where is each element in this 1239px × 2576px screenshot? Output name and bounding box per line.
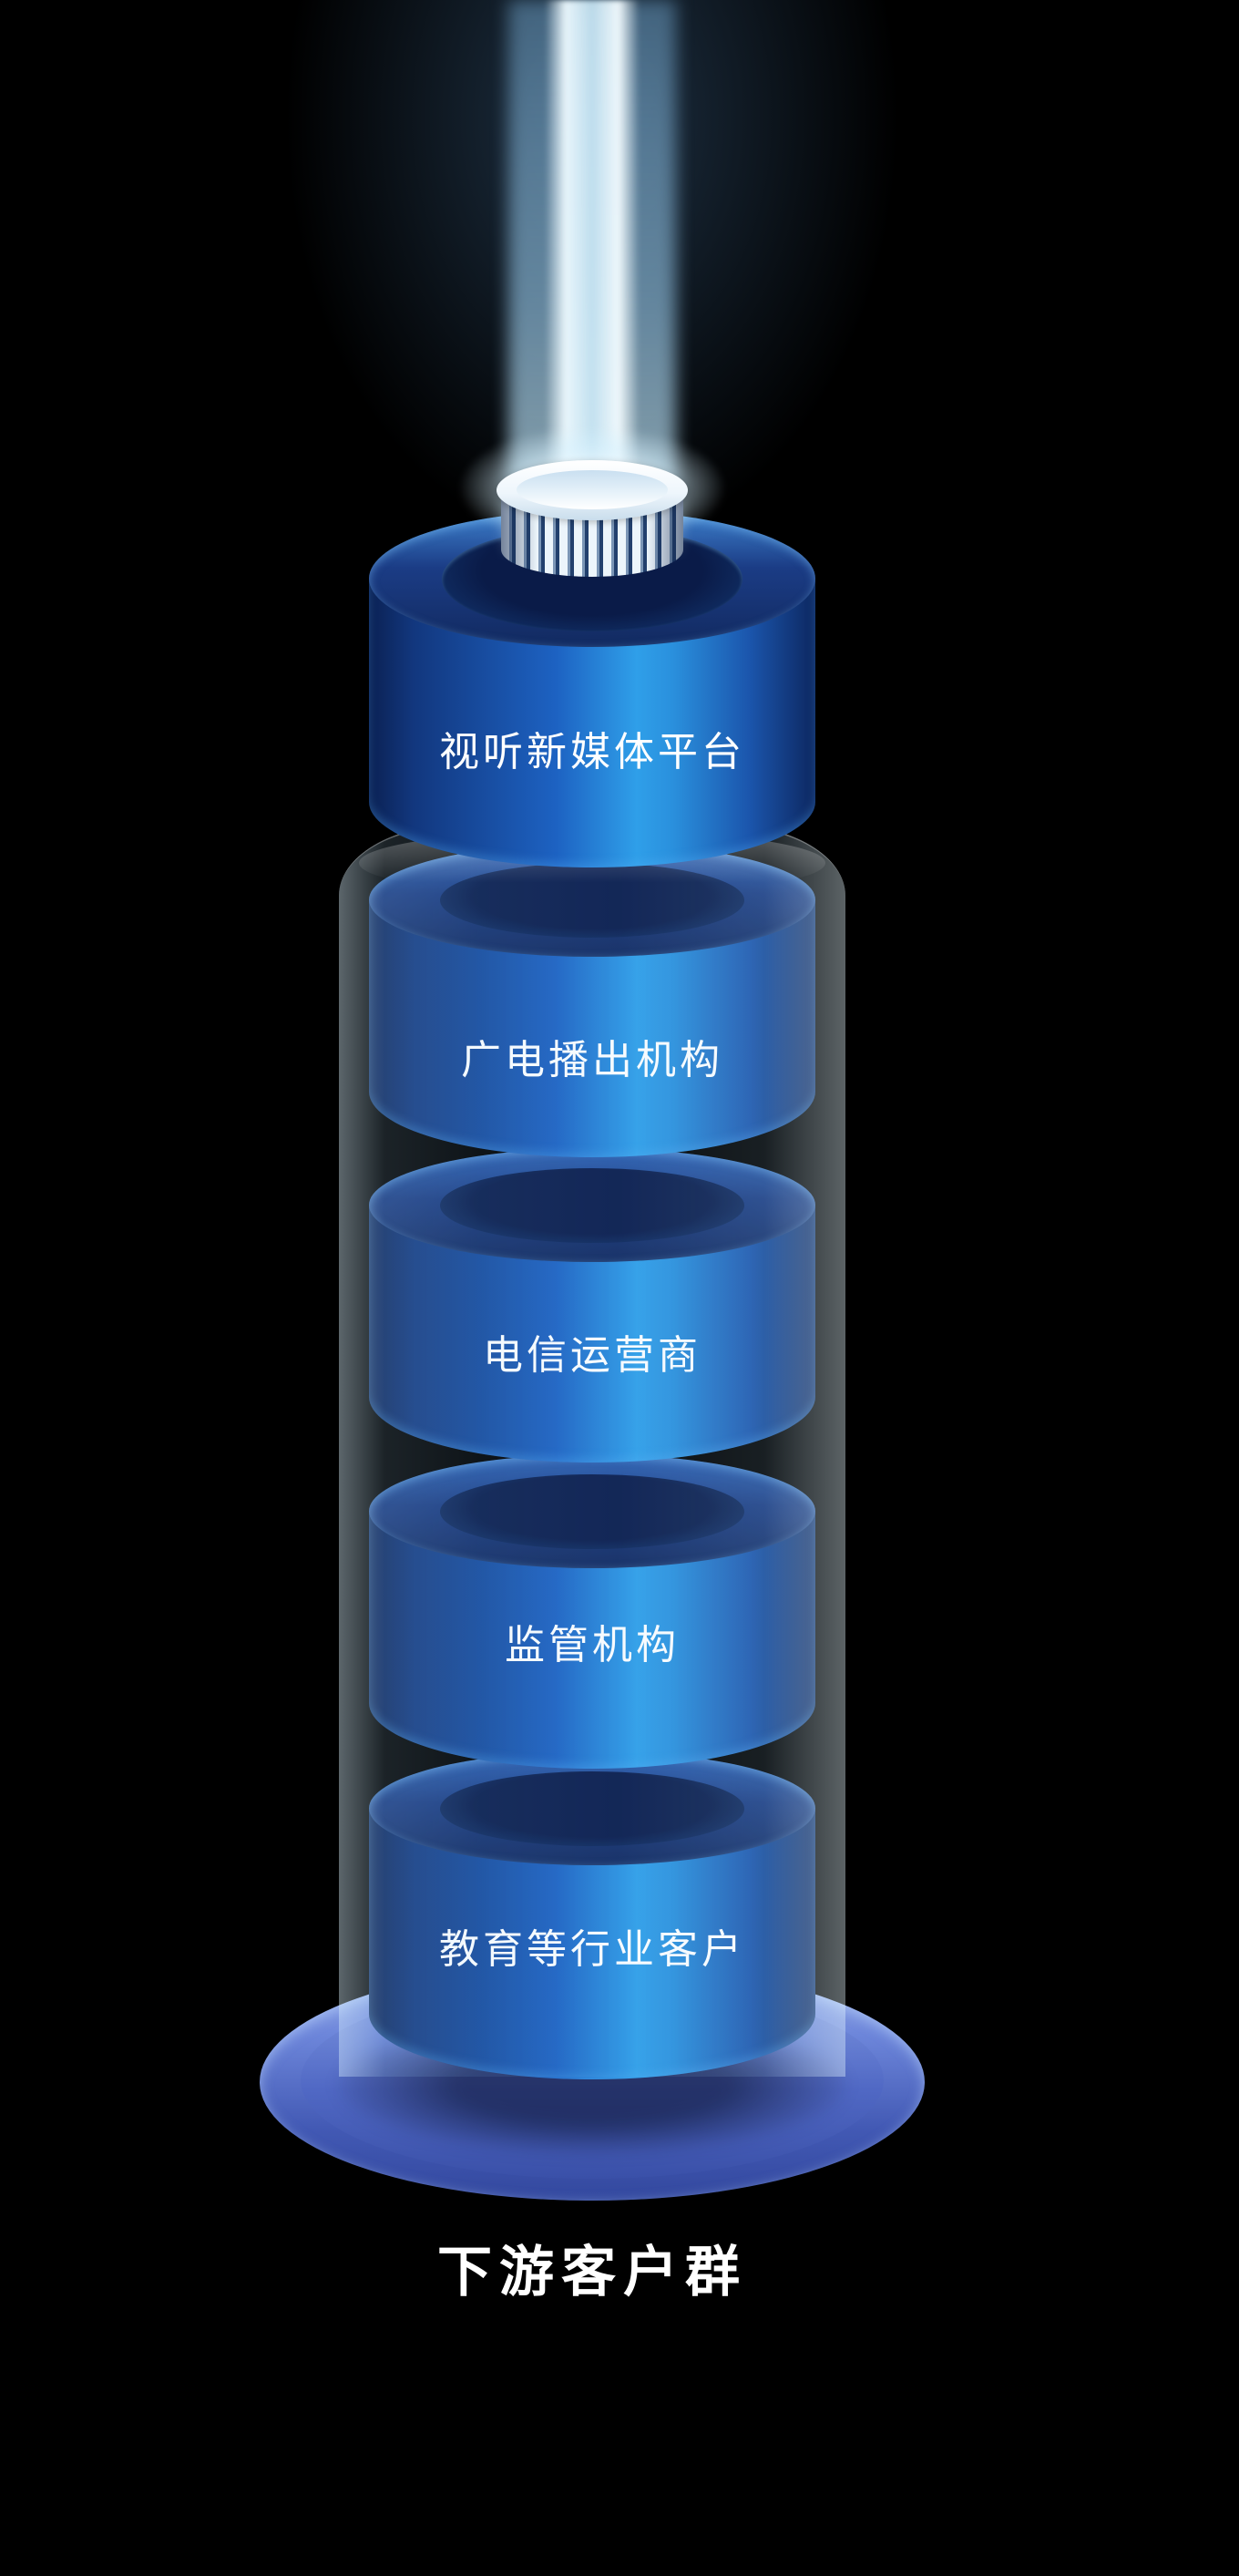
layer-3-top-inner bbox=[440, 1168, 744, 1243]
layer-2-label: 广电播出机构 bbox=[369, 1037, 815, 1085]
layer-4-top-inner bbox=[440, 1474, 744, 1549]
tower-layer-1: 视听新媒体平台 bbox=[369, 510, 815, 867]
layer-2-top-inner bbox=[440, 863, 744, 938]
layer-3-label: 电信运营商 bbox=[369, 1332, 815, 1380]
layer-5-top-inner bbox=[440, 1771, 744, 1846]
layer-4-label: 监管机构 bbox=[369, 1622, 815, 1670]
glass-tube bbox=[339, 825, 845, 2077]
layer-1-label: 视听新媒体平台 bbox=[439, 730, 745, 775]
connector-cap bbox=[497, 460, 688, 599]
tower-layer-4: 监管机构 bbox=[369, 1454, 815, 1769]
tower-layer-3: 电信运营商 bbox=[369, 1148, 815, 1462]
layer-5-label: 教育等行业客户 bbox=[369, 1926, 815, 1975]
base-label: 下游客户群 bbox=[437, 2242, 747, 2303]
connector-cap-top-inner bbox=[517, 470, 668, 509]
